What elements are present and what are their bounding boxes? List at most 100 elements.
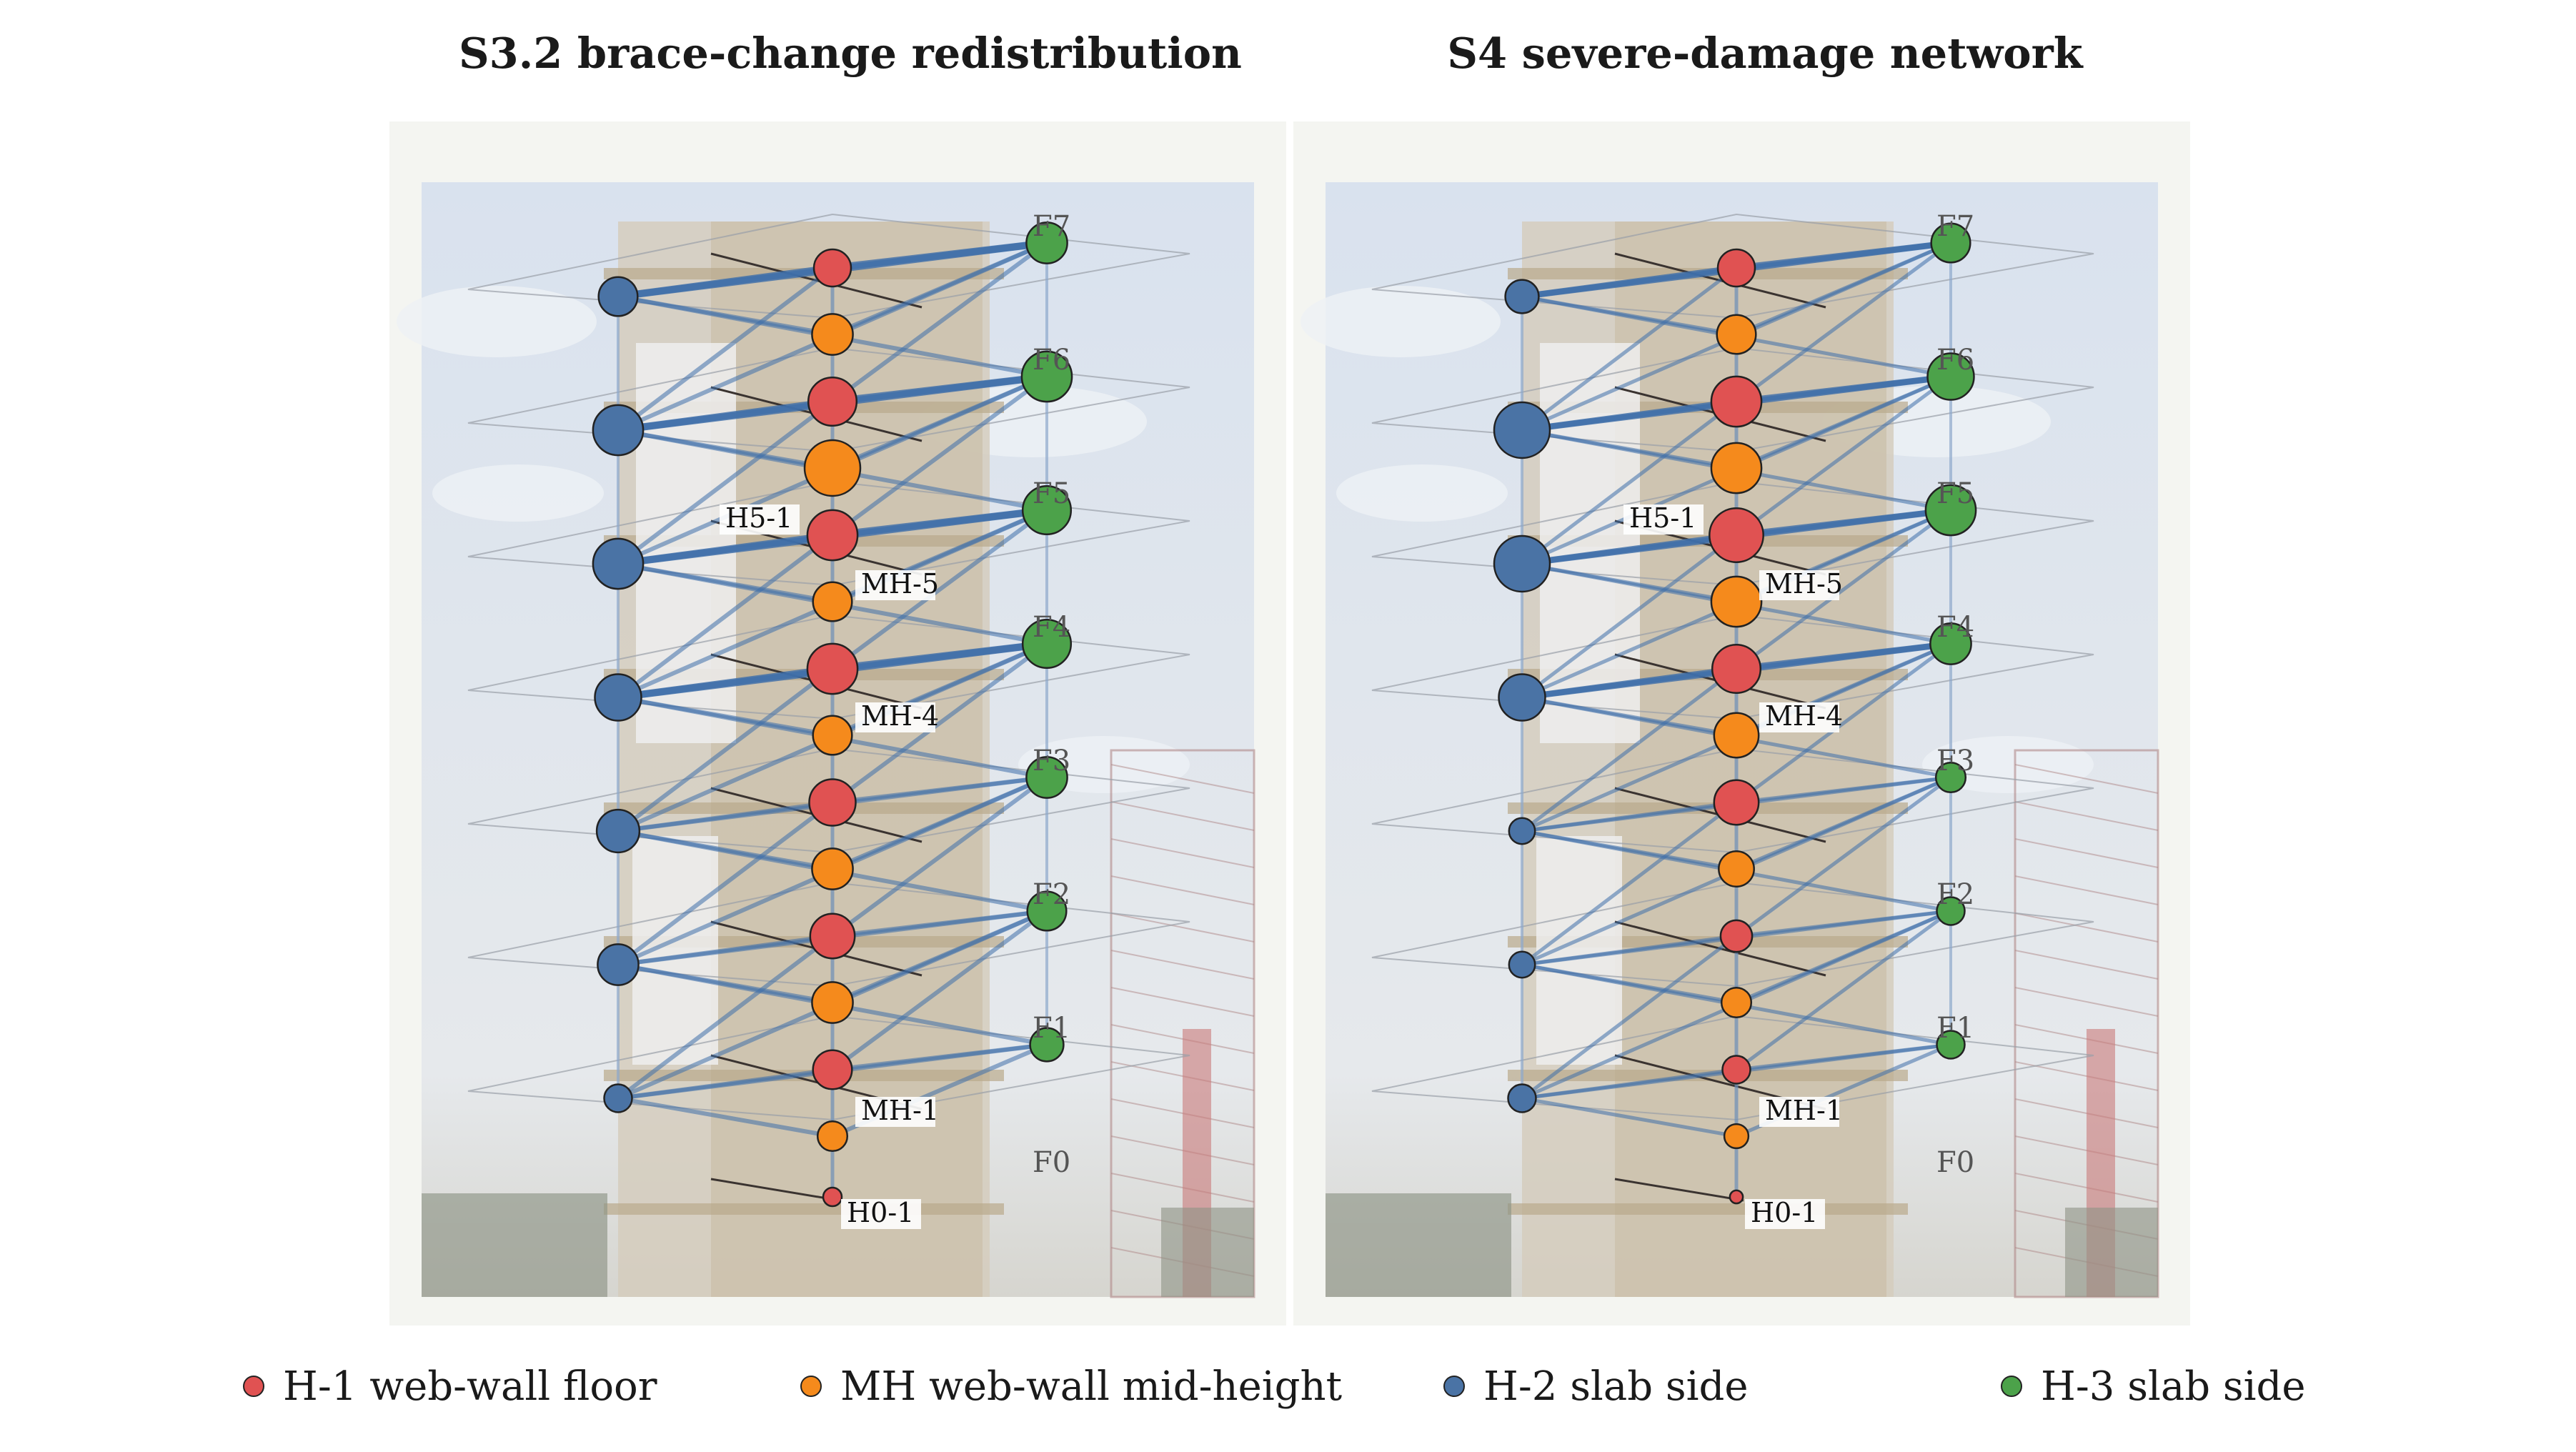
network-edge — [1520, 667, 1739, 833]
network-edge — [830, 642, 1049, 805]
legend-swatch-h1 — [243, 1376, 264, 1397]
floor-label: F7 — [1033, 210, 1070, 243]
node-h2 — [1493, 534, 1551, 593]
node-h3 — [1924, 484, 1977, 537]
node-h2 — [595, 808, 641, 854]
label-mh5-box — [1759, 570, 1839, 600]
floor-label: F0 — [1033, 1146, 1070, 1179]
network-edge — [1733, 239, 1954, 272]
floor-label: F6 — [1936, 344, 1974, 377]
cloud — [432, 464, 604, 522]
node-h3 — [1029, 1027, 1065, 1063]
node-h3 — [1025, 756, 1068, 799]
node-h1 — [1716, 248, 1756, 288]
floor-plane — [467, 347, 1190, 453]
scaffold-bar — [2014, 764, 2159, 794]
network-edge — [830, 775, 1049, 805]
legend-swatch-h2 — [1443, 1376, 1465, 1397]
network-edge — [1734, 241, 1953, 404]
floor-plane — [467, 480, 1190, 587]
floor-plane — [467, 213, 1190, 319]
label-mh1: MH-1 — [1759, 1095, 1843, 1127]
node-h2 — [1493, 401, 1551, 459]
network-edge — [829, 640, 1050, 672]
label-h5-box — [720, 504, 800, 534]
floor-label: F1 — [1033, 1012, 1070, 1045]
node-h1 — [806, 509, 859, 562]
floor-section-line — [1614, 1178, 1744, 1202]
label-h0-text: H0-1 — [1751, 1197, 1818, 1228]
node-mh — [1710, 442, 1763, 494]
floor-section-line — [710, 1178, 840, 1202]
network-edge — [616, 934, 835, 1100]
trees — [422, 1193, 607, 1297]
scaffold-bar — [1110, 875, 1255, 905]
label-mh4-box — [855, 702, 935, 732]
floor-plane — [467, 1015, 1190, 1121]
node-h1 — [822, 1186, 843, 1208]
label-mh5-text: MH-5 — [1765, 568, 1843, 600]
node-h1 — [1721, 1055, 1751, 1085]
node-h1 — [807, 376, 858, 427]
network-edge — [616, 399, 835, 566]
trees — [1161, 1208, 1254, 1297]
label-mh1-text: MH-1 — [1765, 1095, 1843, 1126]
label-mh4-box — [1759, 702, 1839, 732]
node-h3 — [1026, 890, 1068, 932]
scaffold-bar — [2014, 913, 2159, 943]
floor-label: F2 — [1936, 878, 1974, 911]
network-edge — [1734, 775, 1953, 805]
network-edge — [616, 667, 835, 833]
legend-swatch-mh — [800, 1376, 822, 1397]
network-edge — [1734, 374, 1953, 537]
node-h3 — [1020, 350, 1073, 403]
network-edge — [1734, 642, 1953, 805]
label-mh4: MH-4 — [1759, 700, 1843, 732]
trees — [2065, 1208, 2158, 1297]
label-h5-box — [1623, 504, 1704, 534]
network-edge — [1520, 266, 1739, 432]
floor-label: F1 — [1936, 1012, 1974, 1045]
network-edge — [1733, 640, 1954, 672]
node-h3 — [1936, 896, 1966, 926]
label-h5-text: H5-1 — [725, 502, 792, 534]
floor-label: F0 — [1936, 1146, 1974, 1179]
node-h2 — [603, 1083, 633, 1113]
floor-plane — [467, 614, 1190, 720]
label-mh1-box — [855, 1097, 935, 1127]
node-h2 — [597, 943, 640, 986]
node-h3 — [1926, 352, 1975, 401]
node-h1 — [1719, 919, 1754, 953]
legend-label-h1: H-1 web-wall floor — [283, 1363, 657, 1410]
node-h3 — [1021, 484, 1073, 536]
banner — [1540, 343, 1640, 743]
node-h1 — [812, 248, 852, 288]
network-edge — [1734, 775, 1953, 938]
legend-label-h2: H-2 slab side — [1483, 1363, 1749, 1410]
label-mh1-text: MH-1 — [861, 1095, 939, 1126]
scaffold-bar — [1110, 913, 1255, 943]
node-mh — [1716, 314, 1757, 355]
network-edge — [1734, 508, 1953, 671]
floor-label: F2 — [1033, 878, 1070, 911]
node-h3 — [1025, 222, 1068, 264]
label-h0-box — [841, 1199, 921, 1229]
floor-label: F3 — [1936, 745, 1974, 777]
network-edge — [1733, 373, 1954, 405]
floor-label: F4 — [1033, 611, 1070, 644]
node-mh — [1713, 712, 1760, 759]
floor-plane — [1371, 213, 2094, 319]
tower-slab — [604, 1203, 1004, 1215]
network-edge — [830, 909, 1049, 1072]
legend-label-mh: MH web-wall mid-height — [840, 1363, 1343, 1410]
floor-label: F5 — [1936, 477, 1974, 510]
tower-slab — [1508, 1203, 1908, 1215]
node-h1 — [808, 778, 857, 827]
scaffold-bar — [2014, 838, 2159, 868]
panel-title-left: S3.2 brace-change redistribution — [459, 29, 1242, 78]
node-h1 — [809, 913, 856, 960]
node-h2 — [1498, 673, 1546, 722]
label-h0: H0-1 — [1745, 1197, 1825, 1229]
label-h5: H5-1 — [720, 502, 800, 534]
